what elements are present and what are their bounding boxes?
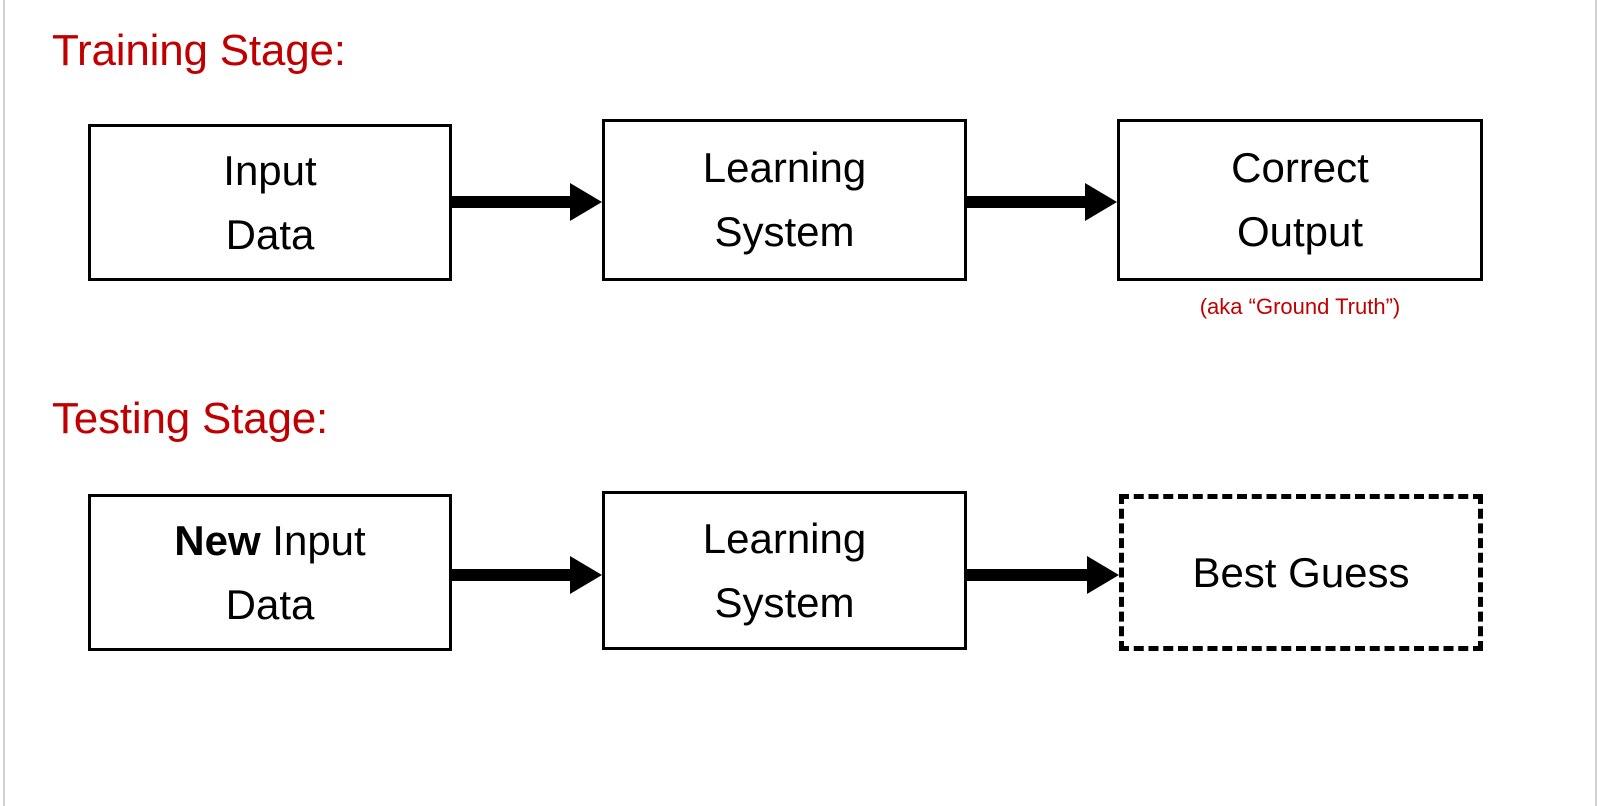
node-correct-output-line2: Output bbox=[1236, 208, 1364, 255]
ground-truth-caption: (aka “Ground Truth”) bbox=[1199, 294, 1401, 319]
slide-left-edge bbox=[3, 0, 5, 806]
node-learning-system-training: Learning System bbox=[602, 119, 967, 281]
node-learning-system-training-line1: Learning bbox=[702, 144, 867, 191]
testing-stage-heading: Testing Stage: bbox=[52, 394, 329, 443]
arrow-head-icon bbox=[1085, 183, 1117, 221]
node-new-input-data-bold: New bbox=[174, 516, 261, 564]
node-correct-output: Correct Output bbox=[1117, 119, 1483, 281]
arrow-head-icon bbox=[570, 556, 602, 594]
node-new-input-data-rest: Input bbox=[260, 516, 366, 564]
node-new-input-data-line1: New Input bbox=[174, 509, 365, 573]
node-learning-system-testing-line1: Learning bbox=[702, 514, 867, 562]
slide-right-edge bbox=[1595, 0, 1597, 806]
arrow-head-icon bbox=[570, 183, 602, 221]
node-new-input-data-line2: Data bbox=[225, 580, 315, 628]
node-best-guess-line1: Best Guess bbox=[1192, 548, 1410, 596]
arrow-shaft bbox=[967, 569, 1089, 581]
arrow-shaft bbox=[452, 569, 572, 581]
node-learning-system-testing: Learning System bbox=[602, 491, 967, 650]
training-stage-heading: Training Stage: bbox=[52, 26, 346, 75]
arrow-shaft bbox=[967, 196, 1087, 208]
node-new-input-data: New Input Data bbox=[88, 494, 452, 651]
node-input-data-line2: Data bbox=[225, 210, 315, 258]
node-learning-system-training-line2: System bbox=[714, 208, 855, 255]
arrow-shaft bbox=[452, 196, 572, 208]
node-input-data-line1: Input bbox=[223, 146, 317, 194]
node-learning-system-testing-line2: System bbox=[714, 578, 855, 626]
node-best-guess: Best Guess bbox=[1119, 494, 1483, 651]
node-correct-output-line1: Correct bbox=[1231, 144, 1369, 191]
node-input-data: Input Data bbox=[88, 124, 452, 281]
arrow-head-icon bbox=[1087, 556, 1119, 594]
